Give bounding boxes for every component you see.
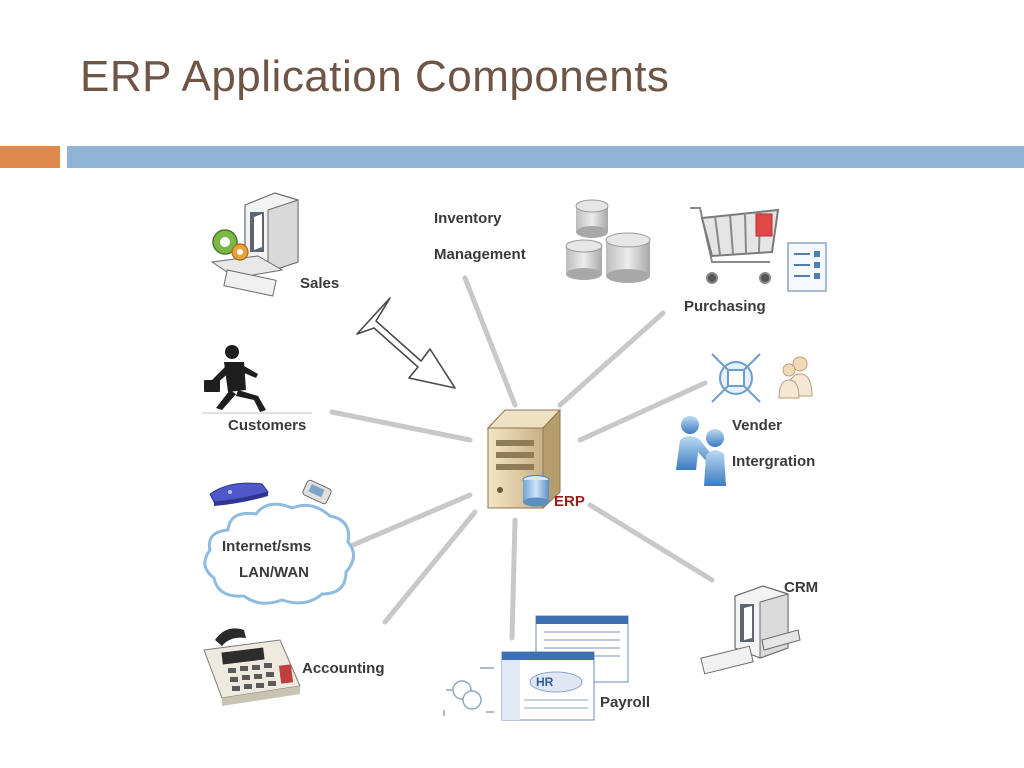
cloud-icon (203, 502, 355, 605)
connector-accounting (382, 509, 478, 625)
vendor-label-line1: Vender (732, 417, 782, 434)
erp-label: ERP (554, 493, 585, 510)
connector-payroll (509, 517, 518, 641)
connector-lines (329, 275, 715, 641)
accent-bar-orange (0, 146, 60, 168)
hollow-arrow-icon (356, 297, 456, 389)
connector-purchasing (557, 310, 666, 408)
calculator-icon (203, 628, 301, 706)
mobile-phone-icon (302, 479, 332, 505)
purchasing-label: Purchasing (684, 298, 766, 315)
connector-network (350, 492, 473, 548)
handshake-icon (676, 416, 726, 486)
network-label-line1: Internet/sms (222, 538, 311, 555)
checklist-icon (787, 242, 827, 292)
shopping-cart-icon (690, 207, 780, 284)
sales-label: Sales (300, 275, 339, 292)
sales-computer-icon (210, 192, 299, 297)
customers-label: Customers (228, 417, 306, 434)
network-hub-icon (711, 353, 761, 403)
running-man-icon (204, 345, 266, 412)
crm-computer-icon (700, 585, 801, 675)
org-chart-icon (443, 667, 494, 716)
router-icon (209, 482, 269, 506)
slide-title: ERP Application Components (80, 52, 670, 101)
vendor-label-line2: Intergration (732, 453, 815, 470)
erp-server-icon (486, 408, 562, 510)
database-icon (565, 199, 651, 283)
connector-vendor (577, 380, 708, 443)
inventory-label-line2: Management (434, 246, 526, 263)
connector-customers (329, 409, 473, 443)
hr-badge: HR (536, 675, 554, 689)
hr-window-icon (501, 615, 629, 721)
crm-label: CRM (784, 579, 818, 596)
people-group-icon (778, 356, 813, 399)
accounting-label: Accounting (302, 660, 385, 677)
accent-bar-blue (67, 146, 1024, 168)
connector-crm (587, 502, 715, 583)
network-label-line2: LAN/WAN (239, 564, 309, 581)
inventory-label-line1: Inventory (434, 210, 502, 227)
payroll-label: Payroll (600, 694, 650, 711)
connector-inventory (462, 275, 518, 408)
